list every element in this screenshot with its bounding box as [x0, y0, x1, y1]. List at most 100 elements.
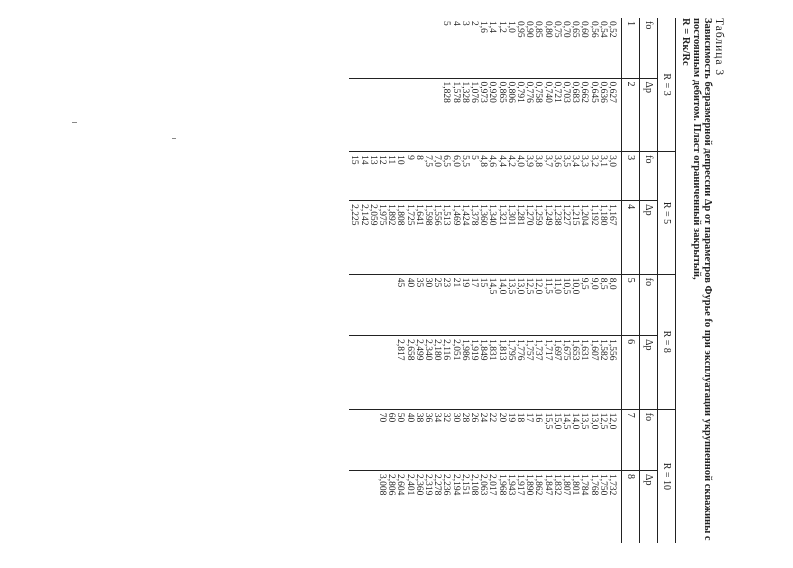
table-cell: 2,017	[487, 470, 497, 543]
table-cell	[395, 18, 404, 78]
table-label: Таблица 3	[713, 18, 725, 77]
column-number: 6	[621, 335, 640, 410]
table-cell: 20	[496, 409, 507, 471]
table-cell: 1,784	[579, 470, 589, 543]
table-cell: 1,808	[395, 200, 405, 275]
table-cell: 23	[441, 274, 451, 336]
table-cell: 5	[441, 21, 452, 26]
table-cell: 0,56	[588, 21, 599, 38]
table-cell: 0,95	[514, 21, 525, 38]
table-caption: Таблица 3 Зависимость безразмерной депре…	[679, 18, 725, 543]
table-cell	[385, 335, 396, 410]
table-cell: 1,192	[588, 200, 599, 275]
table-cell: 2	[468, 21, 479, 26]
table-cell: 13,5	[579, 409, 589, 471]
table-cell: 0,90	[524, 21, 535, 38]
table-cell: 0,973	[477, 78, 488, 152]
table-cell: 10,5	[560, 274, 571, 336]
table-cell	[376, 335, 386, 410]
table-cell: 0,776	[523, 78, 534, 152]
table-cell	[376, 274, 386, 336]
table-cell	[349, 335, 359, 410]
scan-speck	[72, 122, 77, 123]
table-cell: 11,5	[542, 274, 553, 336]
table-cell: 2,059	[367, 200, 378, 275]
table-cell: 4,0	[514, 151, 525, 201]
table-cell: 15,5	[542, 409, 553, 471]
table-cell: 1,378	[468, 200, 479, 275]
group-header: R = 3	[657, 18, 676, 152]
table-cell: 0,80	[542, 21, 553, 38]
table-cell: 1,340	[487, 200, 497, 275]
table-cell: 1,917	[514, 470, 525, 543]
column-header: Δp	[639, 470, 658, 543]
table-cell	[358, 18, 367, 78]
column-number: 8	[621, 470, 640, 543]
table-cell: 1,2	[496, 21, 507, 33]
table-cell: 1,4	[487, 21, 498, 33]
table-cell: 15	[349, 151, 359, 201]
table-cell: 2,278	[431, 470, 442, 543]
table-cell	[423, 18, 432, 78]
table-cell: 8	[413, 151, 424, 201]
table-cell: 35	[413, 274, 424, 336]
table-cell: 15	[477, 274, 488, 336]
data-table: R = 3 R = 5 R = 8 R = 10 fo Δp fo Δp fo …	[349, 18, 676, 543]
table-cell: 1,328	[459, 78, 470, 152]
table-cell	[413, 78, 423, 152]
table-cell: 0,806	[505, 78, 516, 152]
column-header: fo	[639, 151, 658, 201]
table-cell	[367, 274, 377, 336]
table-cell	[349, 409, 359, 471]
table-cell: 1,828	[441, 78, 451, 152]
column-header: fo	[639, 274, 658, 336]
table-cell: 1,360	[477, 200, 488, 275]
table-cell: 1,697	[551, 335, 562, 410]
table-cell: 30	[422, 274, 433, 336]
group-header: R = 8	[657, 274, 676, 410]
column-number: 5	[621, 274, 640, 336]
table-cell: 1,768	[588, 470, 599, 543]
table-cell: 1,919	[468, 335, 479, 410]
table-cell: 1,968	[496, 470, 507, 543]
table-cell: 3,4	[569, 151, 580, 201]
table-cell: 34	[431, 409, 442, 471]
table-cell	[349, 470, 359, 543]
table-cell: 1,227	[560, 200, 571, 275]
table-cell	[404, 78, 414, 152]
table-cell: 0,627	[606, 78, 622, 152]
table-cell: 1,725	[404, 200, 415, 275]
table-sheet: Таблица 3 Зависимость безразмерной депре…	[349, 18, 725, 543]
column-header-row: fo Δp fo Δp fo Δp fo Δp	[639, 18, 658, 543]
column-header: Δp	[639, 335, 658, 410]
table-cell	[367, 409, 377, 471]
table-cell	[368, 18, 377, 78]
table-cell: 1,281	[514, 200, 525, 275]
group-header: R = 10	[657, 409, 676, 543]
table-cell: 2,340	[422, 335, 433, 410]
table-cell: 2,817	[395, 335, 405, 410]
table-cell: 1,831	[487, 335, 497, 410]
table-cell: 2,499	[413, 335, 424, 410]
table-cell	[349, 78, 359, 152]
table-cell: 26	[468, 409, 479, 471]
group-header: R = 5	[657, 151, 676, 275]
table-cell: 1,757	[523, 335, 534, 410]
table-cell: 3,7	[542, 151, 553, 201]
table-cell	[385, 78, 396, 152]
table-cell: 4	[450, 21, 461, 26]
